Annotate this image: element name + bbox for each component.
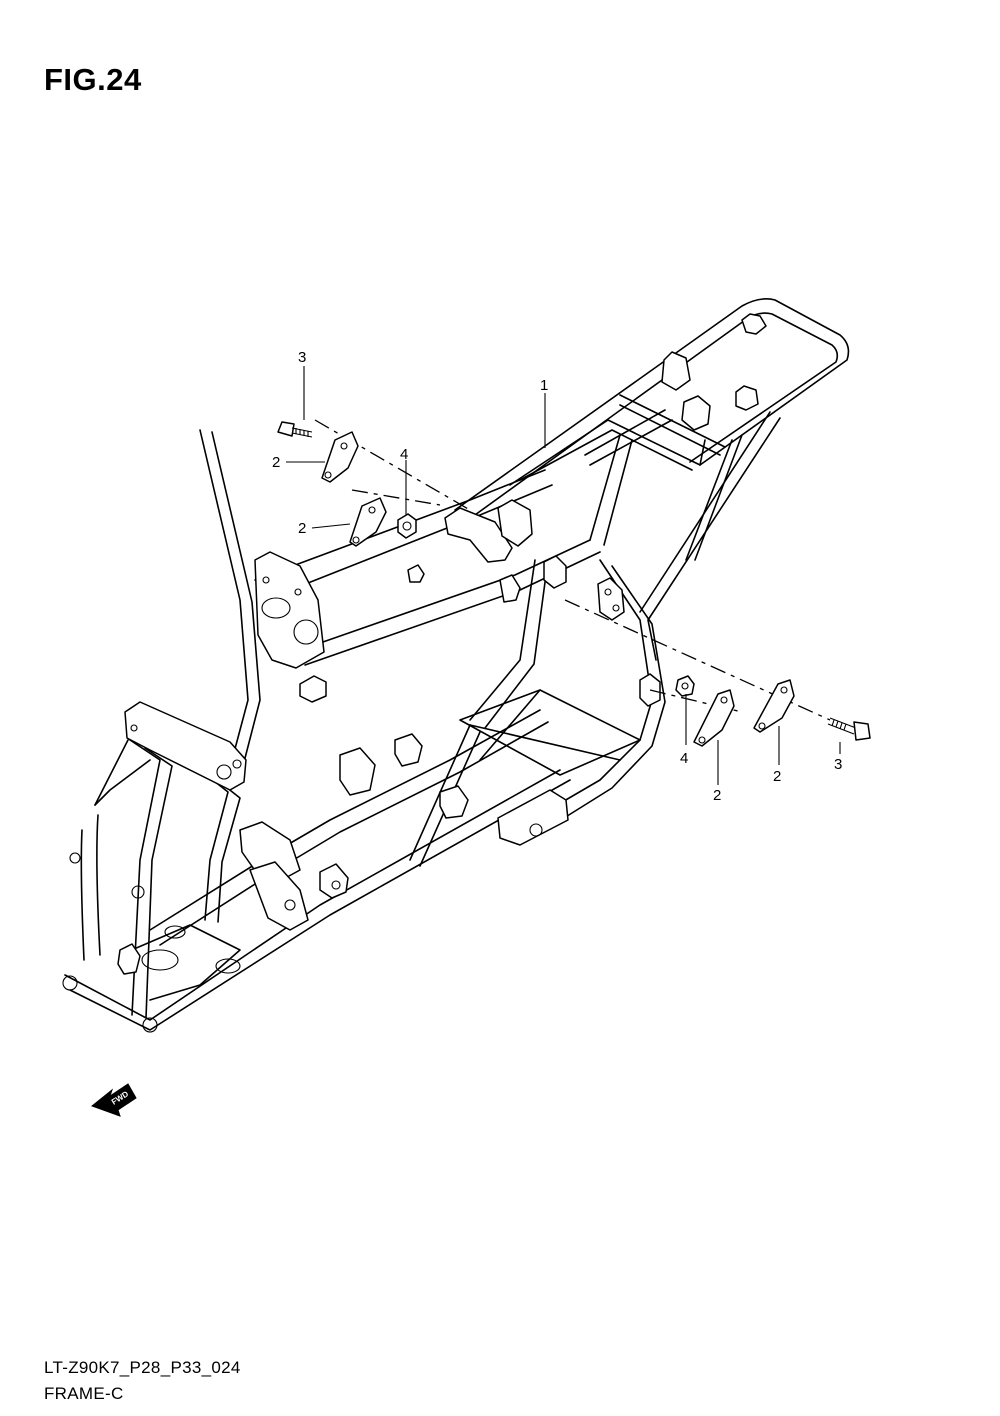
callout-3-right: 3 bbox=[834, 756, 842, 773]
bolt-right bbox=[827, 717, 871, 741]
assembly-line-top bbox=[314, 419, 471, 511]
callout-2-top-b: 2 bbox=[298, 520, 306, 537]
plate-top-upper bbox=[321, 431, 359, 483]
callout-2-top-a: 2 bbox=[272, 454, 280, 471]
plate-top-lower bbox=[349, 497, 387, 547]
main-frame bbox=[62, 298, 850, 1033]
bolt-top-left bbox=[277, 421, 313, 438]
callout-1: 1 bbox=[540, 377, 548, 394]
callout-3-top: 3 bbox=[298, 349, 306, 366]
callout-2-right-b: 2 bbox=[773, 768, 781, 785]
fwd-arrow-icon: FWD bbox=[90, 1083, 137, 1117]
callout-2-right-a: 2 bbox=[713, 787, 721, 804]
callout-4-top: 4 bbox=[400, 446, 408, 463]
figure-title: FIG.24 bbox=[44, 62, 142, 97]
nut-right bbox=[675, 675, 695, 697]
nut-top bbox=[397, 513, 417, 539]
assembly-line-top-plate bbox=[351, 489, 441, 506]
callout-4-right: 4 bbox=[680, 750, 688, 767]
drawing-code: LT-Z90K7_P28_P33_024 bbox=[44, 1358, 241, 1377]
drawing-name: FRAME-C bbox=[44, 1384, 124, 1403]
callout-leaders bbox=[286, 366, 841, 785]
plate-right-a bbox=[693, 689, 735, 747]
